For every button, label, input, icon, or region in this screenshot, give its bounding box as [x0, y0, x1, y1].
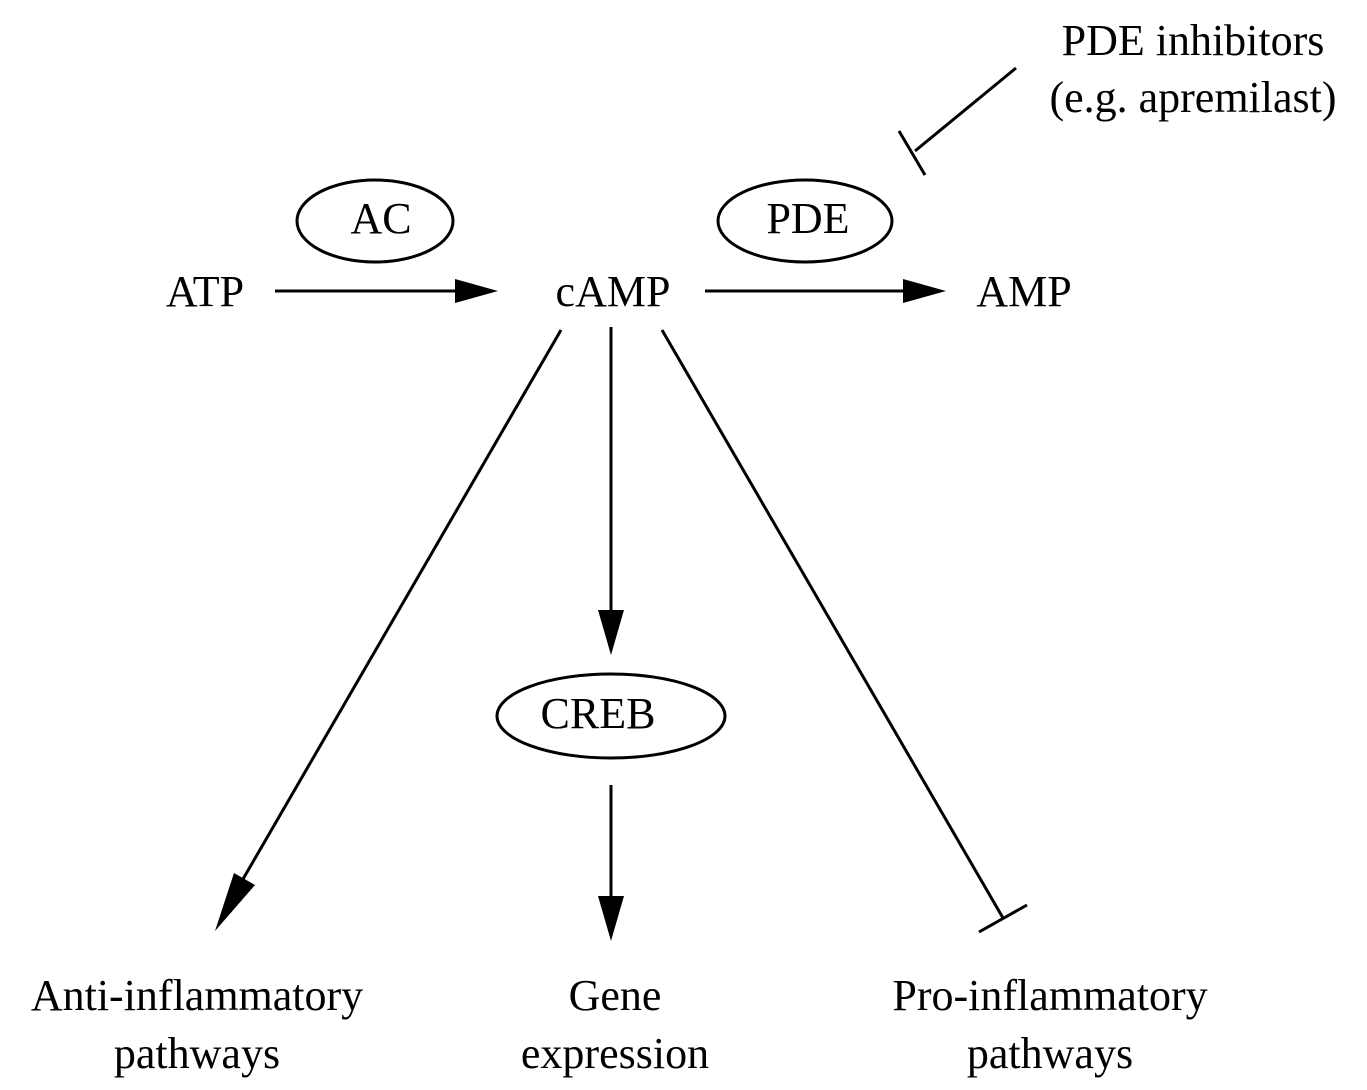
- edge-line: [914, 66, 1017, 153]
- node-atp: ATP: [166, 267, 244, 316]
- enzyme-ac-ellipse: [295, 178, 455, 264]
- edge-camp-inhibits-pro-inflammatory: [660, 329, 1028, 934]
- edge-camp-to-anti-inflammatory: [215, 329, 563, 931]
- edge-atp-to-camp: [275, 279, 498, 303]
- enzyme-creb-ellipse: [495, 672, 727, 760]
- enzyme-creb: CREB: [495, 672, 727, 760]
- enzyme-pde-ellipse: [716, 178, 894, 264]
- gene-expression-label-line2: expression: [521, 1029, 709, 1078]
- enzyme-ac: AC: [295, 178, 455, 264]
- pde-inhibitors-label-line2: (e.g. apremilast): [1049, 73, 1336, 122]
- inhibition-bar: [978, 903, 1028, 934]
- enzyme-pde: PDE: [716, 178, 894, 264]
- edge-line: [660, 329, 1005, 919]
- anti-inflammatory-label-line2: pathways: [114, 1029, 280, 1078]
- node-camp: cAMP: [556, 267, 671, 316]
- node-amp: AMP: [976, 267, 1071, 316]
- pro-inflammatory-label-line1: Pro-inflammatory: [892, 971, 1207, 1020]
- enzyme-creb-label: CREB: [541, 689, 656, 738]
- inhibition-bar: [897, 130, 927, 176]
- edge-camp-to-creb: [598, 327, 624, 655]
- enzyme-pde-label: PDE: [766, 194, 849, 243]
- pro-inflammatory-label-line2: pathways: [967, 1029, 1133, 1078]
- pde-inhibitors-label-line1: PDE inhibitors: [1062, 16, 1325, 65]
- enzyme-ac-label: AC: [350, 194, 411, 243]
- arrowhead: [598, 896, 624, 941]
- anti-inflammatory-label-line1: Anti-inflammatory: [31, 971, 363, 1020]
- arrowhead: [455, 279, 498, 303]
- edge-line: [226, 329, 563, 906]
- edge-pde-inhibitors-inhibits-pde: [897, 66, 1017, 176]
- arrowhead: [215, 873, 255, 931]
- edge-camp-to-amp: [705, 279, 946, 303]
- arrowhead: [903, 279, 946, 303]
- edge-creb-to-gene-expression: [598, 785, 624, 941]
- gene-expression-label-line1: Gene: [569, 971, 662, 1020]
- arrowhead: [598, 610, 624, 655]
